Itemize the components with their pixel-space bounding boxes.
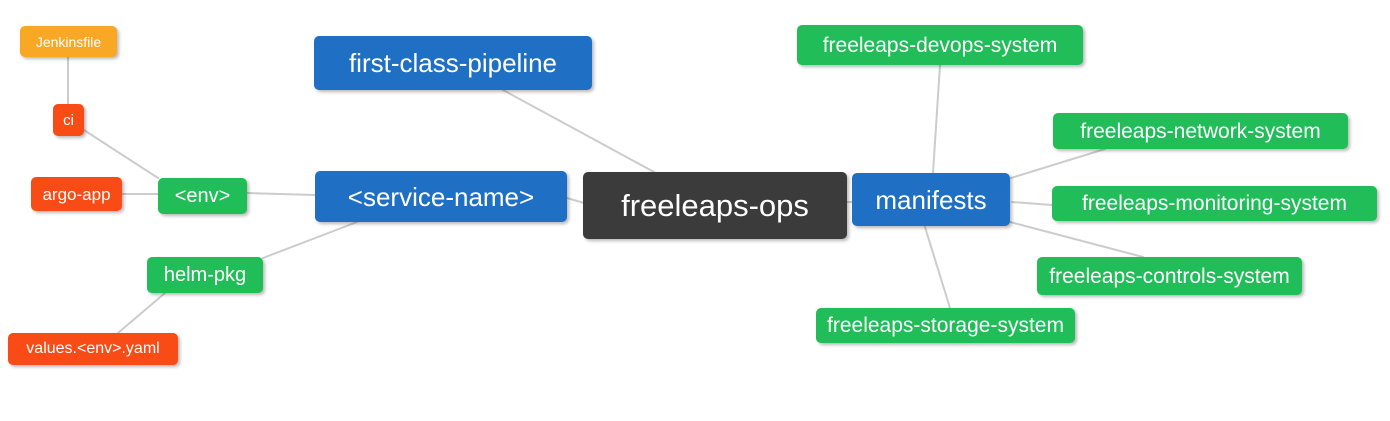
node-freeleaps-monitoring-system[interactable]: freeleaps-monitoring-system [1052, 186, 1377, 221]
node-argo-app[interactable]: argo-app [31, 177, 122, 211]
edge-service-name--helm-pkg [262, 221, 358, 259]
edge-service-name--env [246, 192, 316, 196]
edge-helm-pkg--values-env-yaml [117, 292, 166, 334]
node-values-env-yaml[interactable]: values.<env>.yaml [8, 333, 178, 365]
node-first-class-pipeline[interactable]: first-class-pipeline [314, 36, 592, 90]
edge-env--ci [83, 129, 159, 179]
edge-manifests--freeleaps-monitoring-system [1011, 201, 1053, 206]
node-ci[interactable]: ci [53, 104, 84, 136]
node-freeleaps-controls-system[interactable]: freeleaps-controls-system [1037, 257, 1302, 295]
node-freeleaps-storage-system[interactable]: freeleaps-storage-system [816, 308, 1075, 343]
edge-freeleaps-ops--service-name [566, 197, 585, 204]
node-freeleaps-network-system[interactable]: freeleaps-network-system [1053, 113, 1348, 149]
edge-manifests--freeleaps-network-system [1010, 148, 1106, 179]
node-service-name[interactable]: <service-name> [315, 171, 567, 222]
edge-manifests--freeleaps-controls-system [1009, 221, 1144, 258]
node-manifests[interactable]: manifests [852, 173, 1010, 226]
node-helm-pkg[interactable]: helm-pkg [147, 257, 263, 293]
node-freeleaps-devops-system[interactable]: freeleaps-devops-system [797, 25, 1083, 65]
edge-manifests--freeleaps-storage-system [924, 226, 951, 309]
node-env[interactable]: <env> [158, 178, 247, 214]
edge-freeleaps-ops--first-class-pipeline [502, 89, 655, 173]
node-freeleaps-ops[interactable]: freeleaps-ops [583, 172, 847, 239]
edge-manifests--freeleaps-devops-system [932, 64, 941, 174]
node-jenkinsfile[interactable]: Jenkinsfile [20, 26, 117, 57]
